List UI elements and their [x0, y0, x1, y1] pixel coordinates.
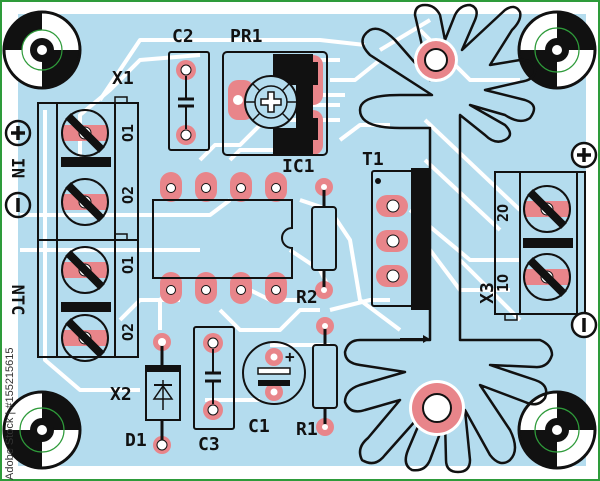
- screw-terminal-icon: [61, 178, 109, 226]
- screw-terminal-icon: [61, 109, 109, 157]
- capacitor-symbol-icon: [178, 76, 194, 129]
- pin-label: 1O: [494, 274, 512, 292]
- plus-icon: [570, 141, 598, 169]
- fiducial-mark-icon: [517, 390, 597, 470]
- terminal-x3: [494, 171, 586, 321]
- resistor-r2: [311, 178, 337, 299]
- pin-label: O2: [119, 323, 137, 341]
- fiducial-mark-icon: [2, 10, 82, 90]
- ic1: [152, 172, 293, 304]
- r2-label: R2: [296, 287, 318, 308]
- screw-terminal-icon: [523, 253, 571, 301]
- arrow-icon: [400, 335, 430, 343]
- capacitor-c3: [193, 326, 235, 430]
- r1-label: R1: [296, 419, 318, 440]
- screw-terminal-icon: [523, 185, 571, 233]
- c1-label: C1: [248, 416, 270, 437]
- screw-terminal-icon: [61, 314, 109, 362]
- fiducial-mark-icon: [2, 390, 82, 470]
- diode-d1: [145, 333, 181, 454]
- in-label: IN: [7, 158, 27, 178]
- ic1-label: IC1: [282, 156, 315, 177]
- capacitor-symbol-icon: [205, 349, 221, 404]
- terminal-x2: [37, 233, 139, 358]
- capacitor-c2: [168, 51, 210, 151]
- x1-label: X1: [112, 68, 134, 89]
- c3-label: C3: [198, 434, 220, 455]
- d1-label: D1: [125, 430, 147, 451]
- pin-label: 2O: [494, 204, 512, 222]
- x3-label: X3: [477, 282, 498, 304]
- c1-polarity-label: +: [285, 347, 295, 366]
- c2-label: C2: [172, 26, 194, 47]
- pin-label: O1: [119, 256, 137, 274]
- screw-terminal-icon: [61, 246, 109, 294]
- plus-icon: [4, 119, 32, 147]
- heatsink-mount-pad: [409, 380, 465, 436]
- pin-label: O1: [119, 124, 137, 142]
- heatsink-mount-pad: [414, 38, 458, 82]
- minus-icon: [570, 311, 598, 339]
- pr1-label: PR1: [230, 26, 263, 47]
- heatsink-icon: [343, 3, 554, 474]
- minus-icon: [4, 191, 32, 219]
- transistor-t1: [371, 168, 429, 310]
- pin-label: O2: [119, 186, 137, 204]
- ntc-label: NTC: [7, 285, 27, 316]
- trimmer-potentiometer-icon: [244, 75, 298, 129]
- trimmer-pr1: [222, 51, 328, 156]
- t1-label: T1: [362, 149, 384, 170]
- watermark: Adobe Stock | #155215615: [4, 347, 16, 480]
- capacitor-c1: [242, 341, 306, 405]
- diode-symbol-icon: [152, 380, 174, 410]
- fiducial-mark-icon: [517, 10, 597, 90]
- resistor-r1: [312, 317, 338, 436]
- x2-label: X2: [110, 384, 132, 405]
